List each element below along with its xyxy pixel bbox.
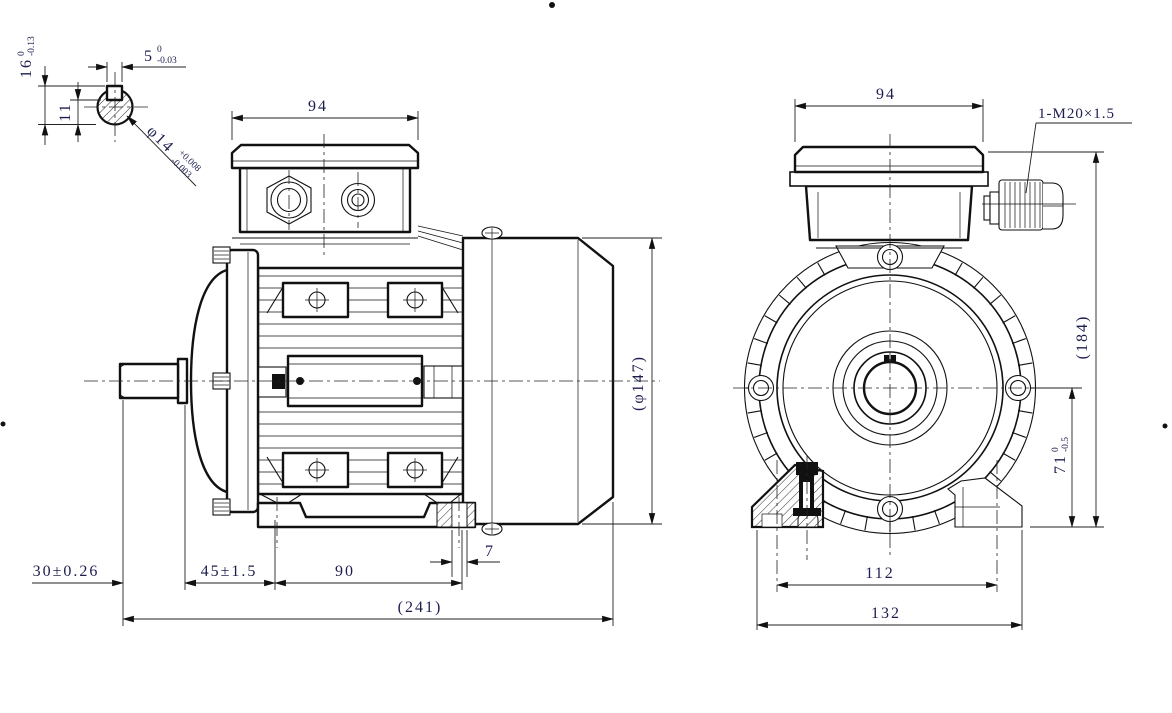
dimensions: 94 (φ147) 30±0.26 45±1.5 [32,86,1132,630]
svg-text:45±1.5: 45±1.5 [201,563,258,580]
shaft-key-detail-view: 16 0-0.13 11 5 0-0.03 [17,36,202,187]
terminal-box-side [230,143,464,251]
stray-marks [0,2,1168,429]
label-cable-gland: 1-M20×1.5 [1025,106,1132,194]
svg-text:φ14: φ14 [143,123,177,157]
dim-foot-hole-spacing-end: 112 [776,460,998,592]
svg-text:71: 71 [1052,454,1069,474]
dim-key-height-16: 16 0-0.13 [17,36,105,145]
svg-text:+0.008-0.003: +0.008-0.003 [168,148,202,182]
dim-shoulder-to-foot-hole: 45±1.5 [184,520,276,590]
dim-foot-width: 132 [756,530,1023,630]
dim-fan-cover-diameter: (φ147) [582,237,662,525]
terminal-box-lid [230,143,420,170]
svg-text:0-0.03: 0-0.03 [157,45,177,66]
svg-text:30±0.26: 30±0.26 [33,563,100,580]
svg-text:90: 90 [335,563,355,580]
terminal-box-body-end [804,184,974,242]
svg-text:16: 16 [18,58,35,78]
dim-key-depth-11: 11 [57,82,101,142]
motor-end-view [733,134,1076,560]
lid-lip [789,171,989,187]
dim-shaft-diameter: φ14 +0.008-0.003 [126,115,202,187]
svg-text:7: 7 [485,543,495,560]
gland-ribbed-body [998,179,1044,231]
motor-side-view [84,134,660,548]
svg-text:11: 11 [57,102,74,121]
dim-box-width-end: 94 [794,86,984,142]
key-section [105,84,124,102]
dim-key-width-5: 5 0-0.03 [88,45,186,82]
terminal-box-end [789,145,989,271]
dim-foot-hole-spacing-side: 90 [274,530,463,590]
svg-text:(241): (241) [398,599,443,616]
foot-right [947,477,1023,528]
dim-foot-slot-width: 7 [430,530,500,577]
svg-text:(φ147): (φ147) [630,355,647,411]
cable-gland-end [982,179,1076,231]
feet-side [256,497,477,548]
terminal-box-body [238,166,412,234]
dim-box-width-side: 94 [231,98,419,140]
svg-text:5: 5 [144,48,154,65]
dim-shaft-center-height: 71 0-0.5 [1032,387,1082,528]
svg-text:0-0.13: 0-0.13 [17,36,37,56]
mounting-pads [266,281,459,489]
dim-overall-length: (241) [122,502,614,626]
keyway-mark [884,355,890,362]
svg-text:132: 132 [871,605,901,622]
terminal-box-lid-end [793,145,985,174]
dim-shaft-extension: 30±0.26 [32,400,203,626]
svg-text:94: 94 [308,98,328,115]
dim-overall-height: (184) [988,151,1104,528]
bearing-hub-rear [423,365,464,399]
svg-text:1-M20×1.5: 1-M20×1.5 [1038,106,1115,122]
svg-text:94: 94 [876,86,896,103]
pad-bolt-holes [305,288,427,482]
svg-text:112: 112 [865,565,894,582]
svg-text:0-0.5: 0-0.5 [1051,437,1071,452]
svg-text:(184): (184) [1074,315,1091,360]
